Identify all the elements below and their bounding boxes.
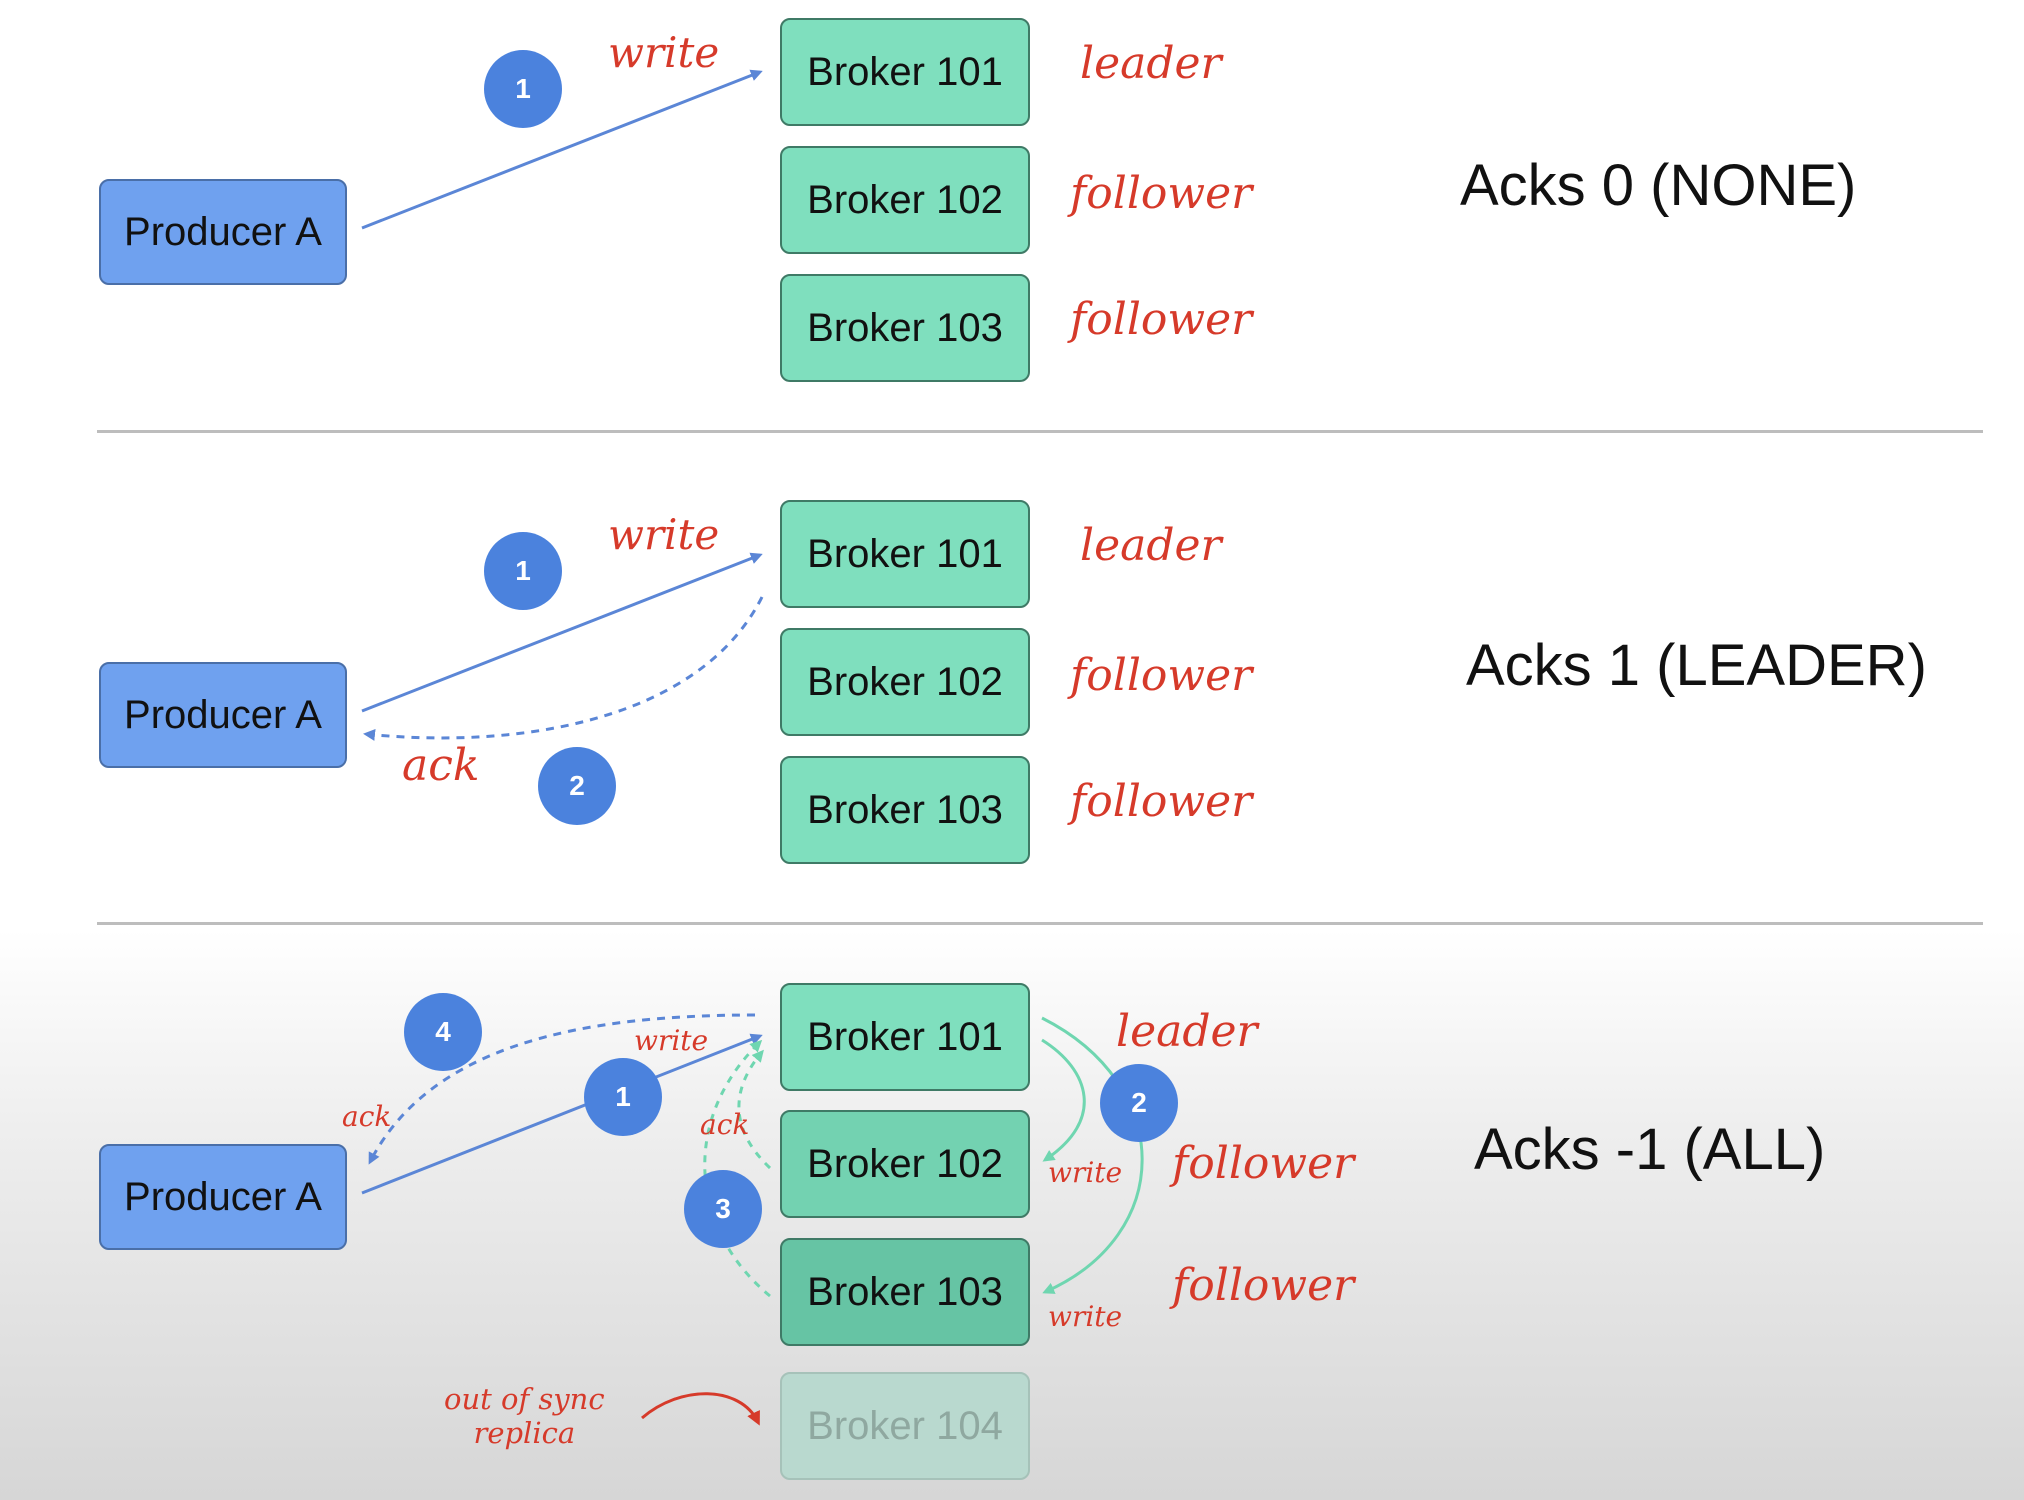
section-divider xyxy=(97,922,1983,925)
role-follower-label: follower xyxy=(1070,776,1253,827)
replication-write-102 xyxy=(1041,1038,1086,1162)
role-follower-label: follower xyxy=(1172,1138,1355,1189)
write-arrow xyxy=(361,1033,763,1195)
write-label: write xyxy=(634,1024,709,1057)
replication-write-103 xyxy=(1041,1016,1144,1294)
follower-ack-103 xyxy=(703,1039,771,1298)
broker-101: Broker 101 xyxy=(780,18,1030,126)
out-of-sync-line-1: out of sync xyxy=(444,1382,605,1416)
acks-mode-title: Acks 1 (LEADER) xyxy=(1466,633,1927,698)
replication-write-label: write xyxy=(1048,1300,1123,1333)
replication-write-label: write xyxy=(1048,1156,1123,1189)
role-leader-label: leader xyxy=(1080,520,1222,571)
step-4-badge: 4 xyxy=(404,993,482,1071)
broker-103: Broker 103 xyxy=(780,756,1030,864)
role-follower-label: follower xyxy=(1172,1260,1355,1311)
broker-103: Broker 103 xyxy=(780,1238,1030,1346)
acks-mode-title: Acks 0 (NONE) xyxy=(1460,153,1857,218)
section-divider xyxy=(97,430,1983,433)
role-follower-label: follower xyxy=(1070,294,1253,345)
broker-103: Broker 103 xyxy=(780,274,1030,382)
step-1-badge: 1 xyxy=(484,50,562,128)
acks-mode-title: Acks -1 (ALL) xyxy=(1474,1117,1826,1182)
step-2-badge: 2 xyxy=(538,747,616,825)
producer-box: Producer A xyxy=(99,1144,347,1250)
broker-101: Broker 101 xyxy=(780,983,1030,1091)
out-of-sync-label: out of sync replica xyxy=(444,1382,605,1450)
broker-101: Broker 101 xyxy=(780,500,1030,608)
step-3-badge: 3 xyxy=(684,1170,762,1248)
follower-ack-label: ack xyxy=(700,1108,750,1141)
role-follower-label: follower xyxy=(1070,650,1253,701)
broker-102: Broker 102 xyxy=(780,628,1030,736)
ack-arrow xyxy=(368,1013,756,1165)
role-follower-label: follower xyxy=(1070,168,1253,219)
ack-arrow xyxy=(363,596,764,741)
ack-label: ack xyxy=(402,740,480,791)
out-of-sync-arrow xyxy=(641,1392,760,1426)
out-of-sync-line-2: replica xyxy=(473,1416,576,1450)
write-arrow xyxy=(361,552,763,713)
broker-102: Broker 102 xyxy=(780,146,1030,254)
step-2-badge: 2 xyxy=(1100,1064,1178,1142)
broker-104-out-of-sync: Broker 104 xyxy=(780,1372,1030,1480)
role-leader-label: leader xyxy=(1116,1006,1258,1057)
step-1-badge: 1 xyxy=(484,532,562,610)
producer-box: Producer A xyxy=(99,662,347,768)
producer-box: Producer A xyxy=(99,179,347,285)
write-label: write xyxy=(608,510,720,559)
follower-ack-102 xyxy=(737,1049,772,1170)
write-arrow xyxy=(361,69,763,230)
step-1-badge: 1 xyxy=(584,1058,662,1136)
role-leader-label: leader xyxy=(1080,38,1222,89)
broker-102: Broker 102 xyxy=(780,1110,1030,1218)
write-label: write xyxy=(608,28,720,77)
ack-label: ack xyxy=(342,1100,392,1133)
